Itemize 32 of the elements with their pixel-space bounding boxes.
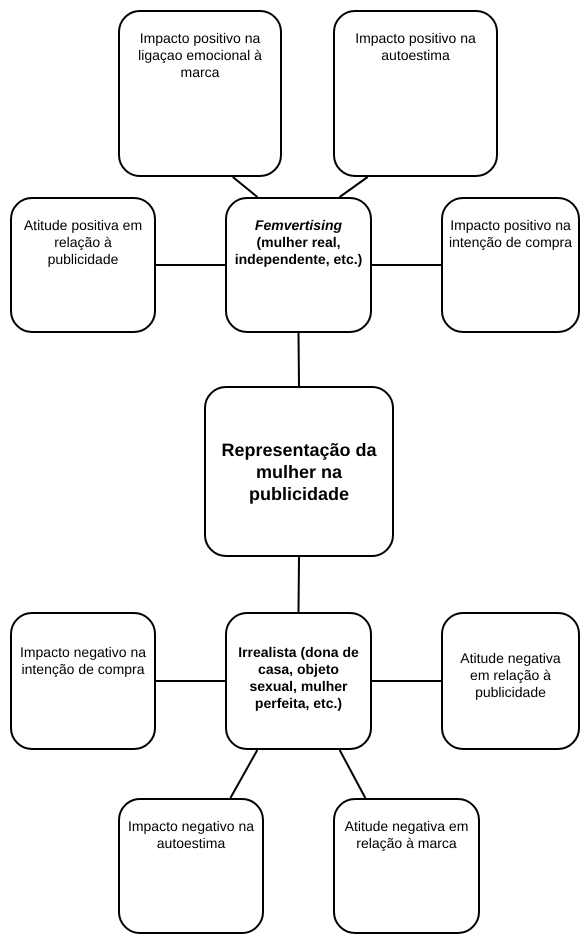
node-text: Atitude positiva em relação à publicidade — [22, 217, 144, 268]
connector-line — [339, 176, 368, 198]
rounded-box — [441, 197, 580, 333]
connector-line — [232, 176, 258, 198]
rounded-box — [333, 10, 498, 177]
node-text: Impacto positivo na intenção de compra — [449, 217, 572, 251]
rounded-box — [204, 386, 394, 557]
node-text: Representação da mulher na publicidade — [220, 438, 378, 504]
node-text: Impacto positivo na autoestima — [354, 30, 477, 64]
connector-line — [156, 264, 225, 266]
connector-line — [298, 332, 300, 386]
node-text: Femvertising (mulher real, independente, etc.) — [234, 217, 364, 268]
node-text: Irrealista (dona de casa, objeto sexual, mulher perfeita, etc.) — [237, 644, 360, 712]
rounded-box — [10, 612, 156, 750]
connector-line — [156, 680, 225, 682]
connector-line — [372, 264, 441, 266]
connector-line — [338, 750, 366, 798]
rounded-box — [118, 798, 264, 934]
rounded-box — [118, 10, 282, 177]
rounded-box — [441, 612, 580, 750]
node-text: Atitude negativa em relação à publicidade — [459, 650, 562, 701]
rounded-box — [10, 197, 156, 333]
node-text: Impacto negativo na intenção de compra — [18, 644, 148, 678]
connector-line — [230, 750, 258, 798]
connector-line — [298, 556, 300, 612]
rounded-box — [225, 612, 372, 750]
node-text: Atitude negativa em relação à marca — [344, 818, 470, 852]
rounded-box — [333, 798, 480, 934]
node-text: Impacto negativo na autoestima — [126, 818, 256, 852]
connector-line — [372, 680, 441, 682]
node-text: Impacto positivo na ligaçao emocional à marca — [137, 30, 263, 81]
rounded-box — [225, 197, 372, 333]
